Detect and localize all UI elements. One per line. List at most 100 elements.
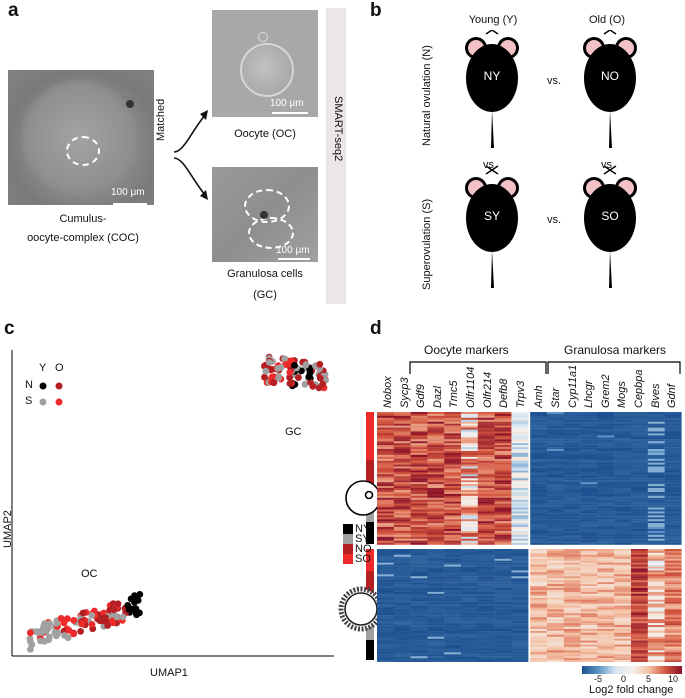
heatmap-cell	[664, 525, 682, 528]
heatmap-cell	[530, 658, 548, 661]
heatmap-cell	[614, 499, 632, 502]
heatmap-cell	[614, 586, 632, 589]
heatmap-cell	[410, 534, 428, 537]
heatmap-cell	[597, 492, 615, 495]
heatmap-cell	[461, 425, 478, 428]
heatmap-cell	[477, 642, 495, 645]
heatmap-cell	[530, 495, 548, 498]
heatmap-cell	[530, 417, 548, 420]
heatmap-cell	[511, 619, 529, 622]
heatmap-cell	[547, 542, 564, 545]
heatmap-cell	[530, 552, 548, 555]
heatmap-cell	[563, 599, 581, 602]
mouse-sy-label: SY	[483, 209, 500, 223]
heatmap-cell	[494, 493, 512, 496]
heatmap-cell	[614, 562, 632, 565]
heatmap-cell	[461, 562, 478, 565]
heatmap-cell	[530, 437, 548, 440]
heatmap-cell	[614, 532, 632, 535]
heatmap-cell	[530, 454, 548, 457]
heatmap-cell	[563, 538, 581, 541]
heatmap-cell	[580, 454, 598, 457]
heatmap-cell	[631, 451, 648, 454]
superovulation-label: Superovulation (S)	[421, 198, 433, 290]
heatmap-cell	[530, 554, 548, 557]
heatmap-cell	[494, 476, 512, 479]
heatmap-cell	[664, 484, 682, 487]
heatmap-cell	[511, 497, 529, 500]
heatmap-cell	[477, 419, 495, 422]
heatmap-cell	[393, 431, 411, 434]
heatmap-cell	[377, 458, 394, 461]
heatmap-cell	[393, 611, 411, 614]
heatmap-cell	[597, 470, 615, 473]
heatmap-cell	[563, 501, 581, 504]
heatmap-cell	[547, 556, 564, 559]
coc-micrograph	[8, 70, 154, 205]
heatmap-cell	[461, 599, 478, 602]
heatmap-cell	[444, 521, 462, 524]
heatmap-cell	[461, 586, 478, 589]
heatmap-cell	[444, 540, 462, 543]
heatmap-cell	[461, 644, 478, 647]
heatmap-cell	[410, 425, 428, 428]
heatmap-cell	[614, 615, 632, 618]
heatmap-cell	[530, 538, 548, 541]
heatmap-cell	[511, 644, 529, 647]
heatmap-cell	[647, 466, 665, 469]
heatmap-cell	[393, 627, 411, 630]
heatmap-cell	[580, 433, 598, 436]
heatmap-cell	[477, 532, 495, 535]
heatmap-cell	[377, 572, 394, 575]
heatmap-cell	[664, 540, 682, 543]
heatmap-cell	[530, 447, 548, 450]
heatmap-cell	[461, 482, 478, 485]
heatmap-cell	[511, 646, 529, 649]
heatmap-cell	[427, 554, 445, 557]
heatmap-cell	[427, 650, 445, 653]
heatmap-cell	[427, 439, 445, 442]
heatmap-cell	[547, 425, 564, 428]
heatmap-cell	[631, 568, 648, 571]
heatmap-cell	[664, 478, 682, 481]
heatmap-cell	[547, 562, 564, 565]
heatmap-cell	[410, 531, 428, 534]
heatmap-cell	[647, 660, 665, 662]
heatmap-cell	[647, 495, 665, 498]
heatmap-cell	[563, 445, 581, 448]
heatmap-cell	[410, 619, 428, 622]
heatmap-cell	[427, 572, 445, 575]
heatmap-cell	[664, 456, 682, 459]
heatmap-cell	[580, 615, 598, 618]
heatmap-cell	[547, 599, 564, 602]
heatmap-cell	[563, 423, 581, 426]
heatmap-cell	[530, 507, 548, 510]
heatmap-cell	[410, 623, 428, 626]
heatmap-cell	[547, 441, 564, 444]
heatmap-cell	[647, 470, 665, 473]
heatmap-cell	[444, 421, 462, 424]
heatmap-cell	[410, 419, 428, 422]
heatmap-cell	[547, 472, 564, 475]
heatmap-cell	[664, 636, 682, 639]
heatmap-cell	[494, 648, 512, 651]
heatmap-cell	[647, 499, 665, 502]
heatmap-cell	[494, 538, 512, 541]
heatmap-cell	[614, 605, 632, 608]
heatmap-cell	[477, 435, 495, 438]
heatmap-cell	[477, 451, 495, 454]
heatmap-cell	[444, 462, 462, 465]
heatmap-cell	[511, 560, 529, 563]
heatmap-cell	[511, 413, 529, 416]
heatmap-cell	[444, 625, 462, 628]
heatmap-cell	[461, 613, 478, 616]
heatmap-cell	[664, 495, 682, 498]
heatmap-cell	[393, 529, 411, 532]
heatmap-cell	[631, 480, 648, 483]
heatmap-cell	[547, 415, 564, 418]
heatmap-cell	[427, 644, 445, 647]
heatmap-cell	[530, 532, 548, 535]
heatmap-cell	[664, 509, 682, 512]
heatmap-cell	[410, 509, 428, 512]
heatmap-cell	[530, 505, 548, 508]
